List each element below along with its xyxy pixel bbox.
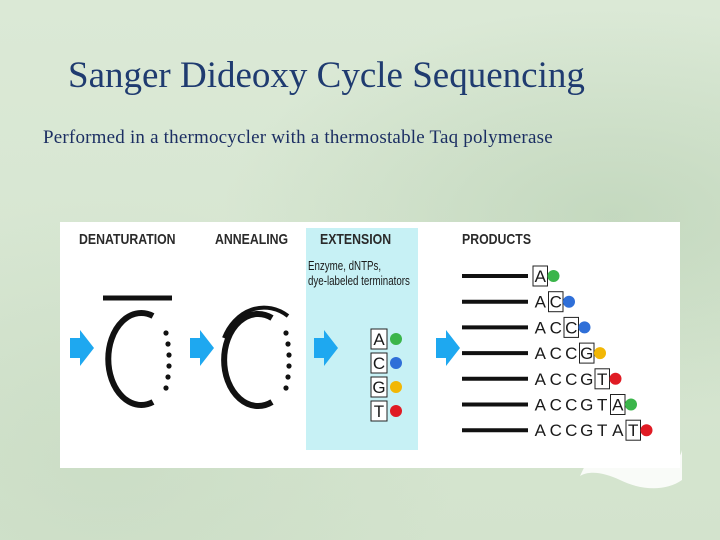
arrow-icon [70,330,94,366]
product-base: A [535,267,547,286]
product-base: G [580,370,593,389]
terminator-base: C [373,354,385,373]
product-base: T [597,396,607,415]
arrow-icon [436,330,460,366]
product-base: C [565,370,577,389]
template-dots [163,330,171,390]
dye-dot [641,424,653,436]
terminator-base: A [373,330,385,349]
product-base: C [550,318,562,337]
product-base: A [535,421,547,440]
product-base: C [565,396,577,415]
product-base: G [580,396,593,415]
terminator-base: T [374,402,384,421]
product-base: C [565,344,577,363]
product-base: C [550,421,562,440]
product-base: G [580,421,593,440]
template-strand [108,313,153,405]
dye-dot [594,347,606,359]
dye-dot [548,270,560,282]
product-base: A [612,396,624,415]
product-fragment: A [462,266,560,286]
dye-dot [610,373,622,385]
product-base: C [550,293,562,312]
dye-dot [390,357,402,369]
product-base: A [535,344,547,363]
product-base: C [565,318,577,337]
terminator-c: C [371,353,402,373]
dye-dot [390,381,402,393]
product-base: A [535,318,547,337]
product-base: C [550,396,562,415]
product-base: T [628,421,638,440]
dye-dot [625,399,637,411]
dye-dot [390,405,402,417]
product-base: A [535,293,547,312]
dye-dot [390,333,402,345]
terminator-base: G [372,378,385,397]
template-dots [283,330,291,390]
terminator-a: A [371,329,402,349]
product-base: G [580,344,593,363]
product-base: C [550,344,562,363]
arrow-icon [190,330,214,366]
product-base: A [612,421,624,440]
dye-dot [563,296,575,308]
product-base: T [597,421,607,440]
terminator-t: T [371,401,402,421]
product-base: A [535,370,547,389]
template-strand [224,314,272,406]
product-base: C [565,421,577,440]
terminator-g: G [371,377,402,397]
product-base: T [597,370,607,389]
arrow-icon [314,330,338,366]
product-base: A [535,396,547,415]
dye-dot [579,321,591,333]
product-base: C [550,370,562,389]
ornament-icon [580,447,682,488]
